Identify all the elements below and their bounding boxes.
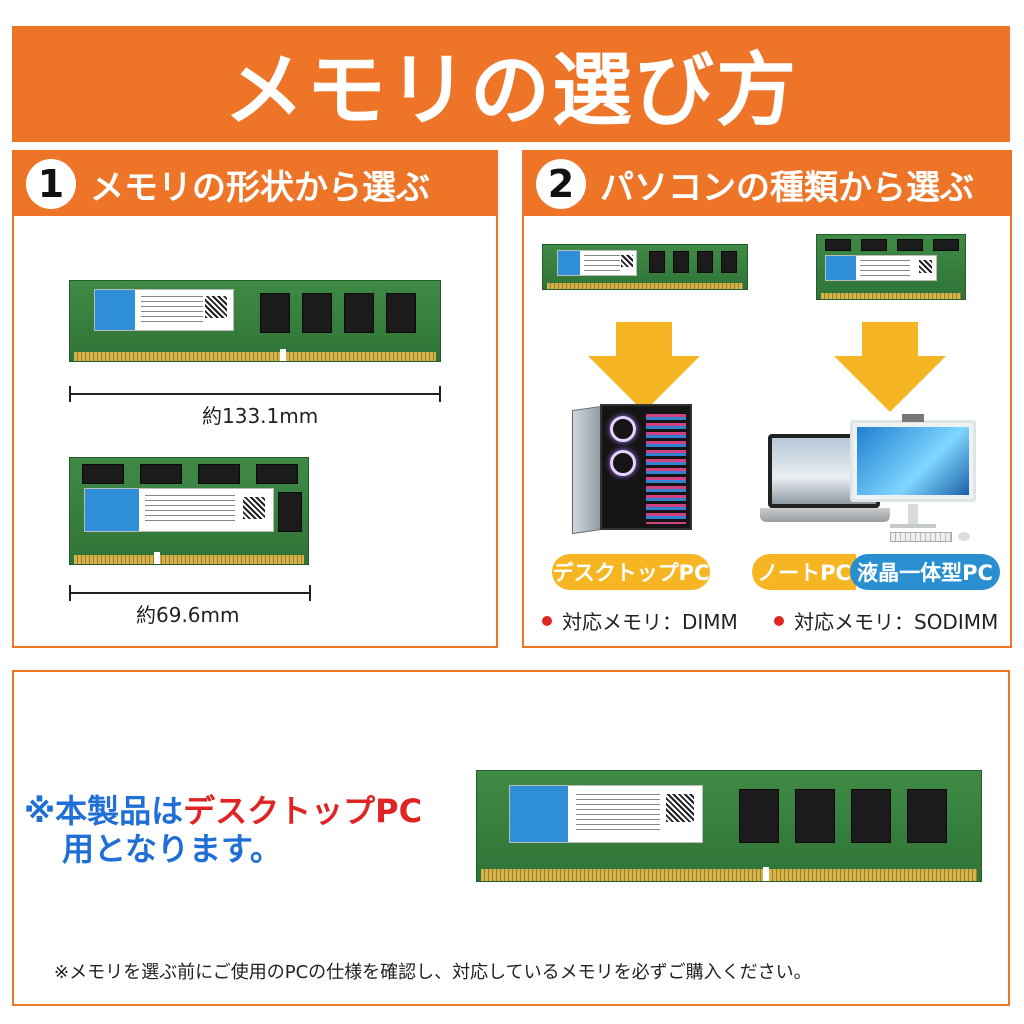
- sodimm-dimension-line: [69, 585, 311, 601]
- sodimm-module-image: [816, 234, 966, 300]
- product-dimm-image: [476, 770, 982, 882]
- section-2-heading: パソコンの種類から選ぶ: [600, 167, 974, 208]
- section-pc-type: 2 パソコンの種類から選ぶ: [522, 150, 1012, 648]
- dimm-module-image: [542, 244, 748, 290]
- notebook-pc-label: ノートPC: [752, 554, 856, 590]
- notice-prefix: ※本製品は: [24, 792, 184, 830]
- section-2-number: 2: [536, 159, 586, 209]
- title-banner: メモリの選び方: [12, 26, 1010, 142]
- section-1-header: 1 メモリの形状から選ぶ: [14, 152, 496, 216]
- notebook-memory-spec: 対応メモリ：SODIMM: [774, 606, 998, 635]
- notice-panel: ※本製品はデスクトップPC 用となります。 ※メモリを選ぶ前にご使用のPCの仕様…: [12, 670, 1010, 1006]
- bullet-icon: [542, 615, 552, 626]
- page-title: メモリの選び方: [224, 44, 798, 137]
- notice-suffix: 用となります。: [62, 830, 282, 869]
- module-label: [557, 250, 637, 276]
- module-label: [509, 785, 703, 843]
- dimm-dimension-line: [69, 386, 441, 402]
- desktop-memory-spec: 対応メモリ：DIMM: [542, 606, 738, 635]
- all-in-one-pc-label: 液晶一体型PC: [850, 554, 1000, 590]
- dimm-module-image: [69, 280, 441, 362]
- dimm-length-text: 約133.1mm: [202, 404, 319, 428]
- sodimm-length-text: 約69.6mm: [136, 603, 240, 627]
- section-1-number: 1: [26, 159, 76, 209]
- module-label: [94, 289, 234, 331]
- desktop-pc-label: デスクトップPC: [552, 554, 710, 590]
- purchase-footnote: ※メモリを選ぶ前にご使用のPCの仕様を確認し、対応しているメモリを必ずご購入くだ…: [54, 962, 812, 983]
- section-2-header: 2 パソコンの種類から選ぶ: [524, 152, 1010, 216]
- desktop-pc-image: [572, 404, 692, 535]
- module-label: [84, 488, 274, 532]
- bullet-icon: [774, 615, 784, 626]
- section-memory-shape: 1 メモリの形状から選ぶ 約133.1mm 約69.6mm: [12, 150, 498, 648]
- desktop-memory-text: 対応メモリ：DIMM: [562, 610, 738, 634]
- product-notice: ※本製品はデスクトップPC 用となります。: [24, 792, 422, 869]
- notice-highlight: デスクトップPC: [183, 792, 423, 830]
- section-1-heading: メモリの形状から選ぶ: [90, 167, 430, 208]
- all-in-one-pc-image: [850, 414, 980, 544]
- notebook-memory-text: 対応メモリ：SODIMM: [794, 610, 999, 634]
- module-label: [825, 255, 937, 281]
- sodimm-module-image: [69, 457, 309, 565]
